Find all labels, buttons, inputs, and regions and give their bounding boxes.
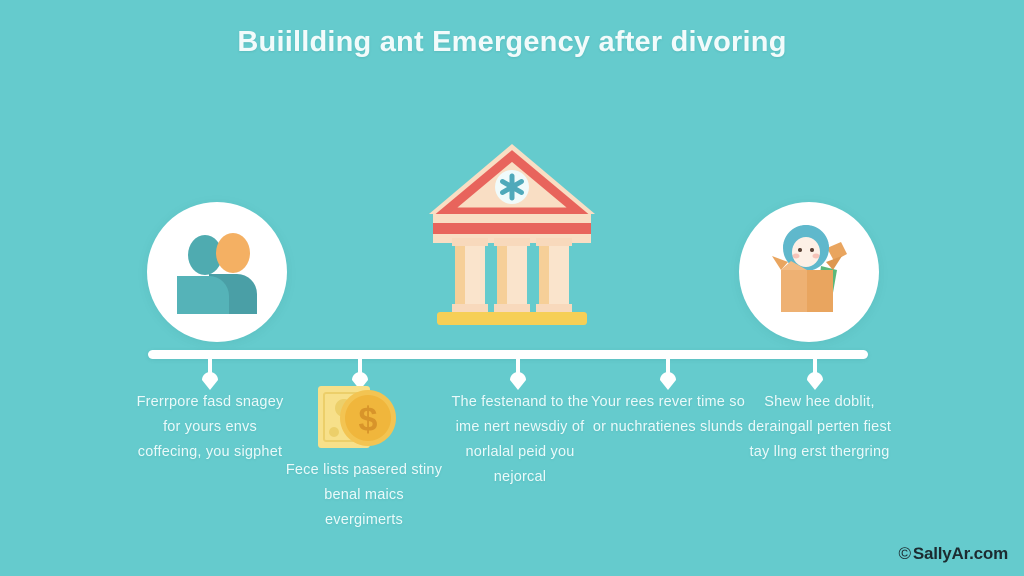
copyright-icon: © — [898, 544, 912, 563]
caption-5: Shew hee doblit, deraingall perten fiest… — [747, 394, 892, 460]
asterisk-star-icon — [500, 173, 524, 201]
person-in-box-icon — [772, 225, 847, 312]
money-note-coin-icon: $ — [318, 386, 396, 448]
dollar-symbol: $ — [359, 401, 378, 439]
timeline-bar — [148, 350, 868, 359]
people-badge — [147, 202, 287, 342]
caption-3: The festenand to the ime nert newsdiy of… — [451, 394, 589, 485]
timeline-marker-2[interactable] — [350, 356, 370, 392]
caption-1: Frerrpore fasd snagey for yours envs cof… — [136, 394, 284, 460]
watermark-text: SallyAr.com — [912, 544, 1008, 563]
timeline-marker-1[interactable] — [200, 356, 220, 392]
timeline-marker-3[interactable] — [508, 356, 528, 392]
bank-building-icon — [429, 144, 595, 325]
timeline-marker-5[interactable] — [805, 356, 825, 392]
caption-2: Fece lists pasered stiny benal maics eve… — [285, 462, 443, 528]
page-title: Buiillding ant Emergency after divoring — [237, 26, 787, 58]
two-people-icon — [177, 233, 257, 314]
watermark: © SallyAr.com — [898, 544, 1009, 564]
caption-4: Your rees rever time so or nuchratienes … — [591, 394, 745, 435]
box-badge — [739, 202, 879, 342]
timeline-marker-4[interactable] — [658, 356, 678, 392]
